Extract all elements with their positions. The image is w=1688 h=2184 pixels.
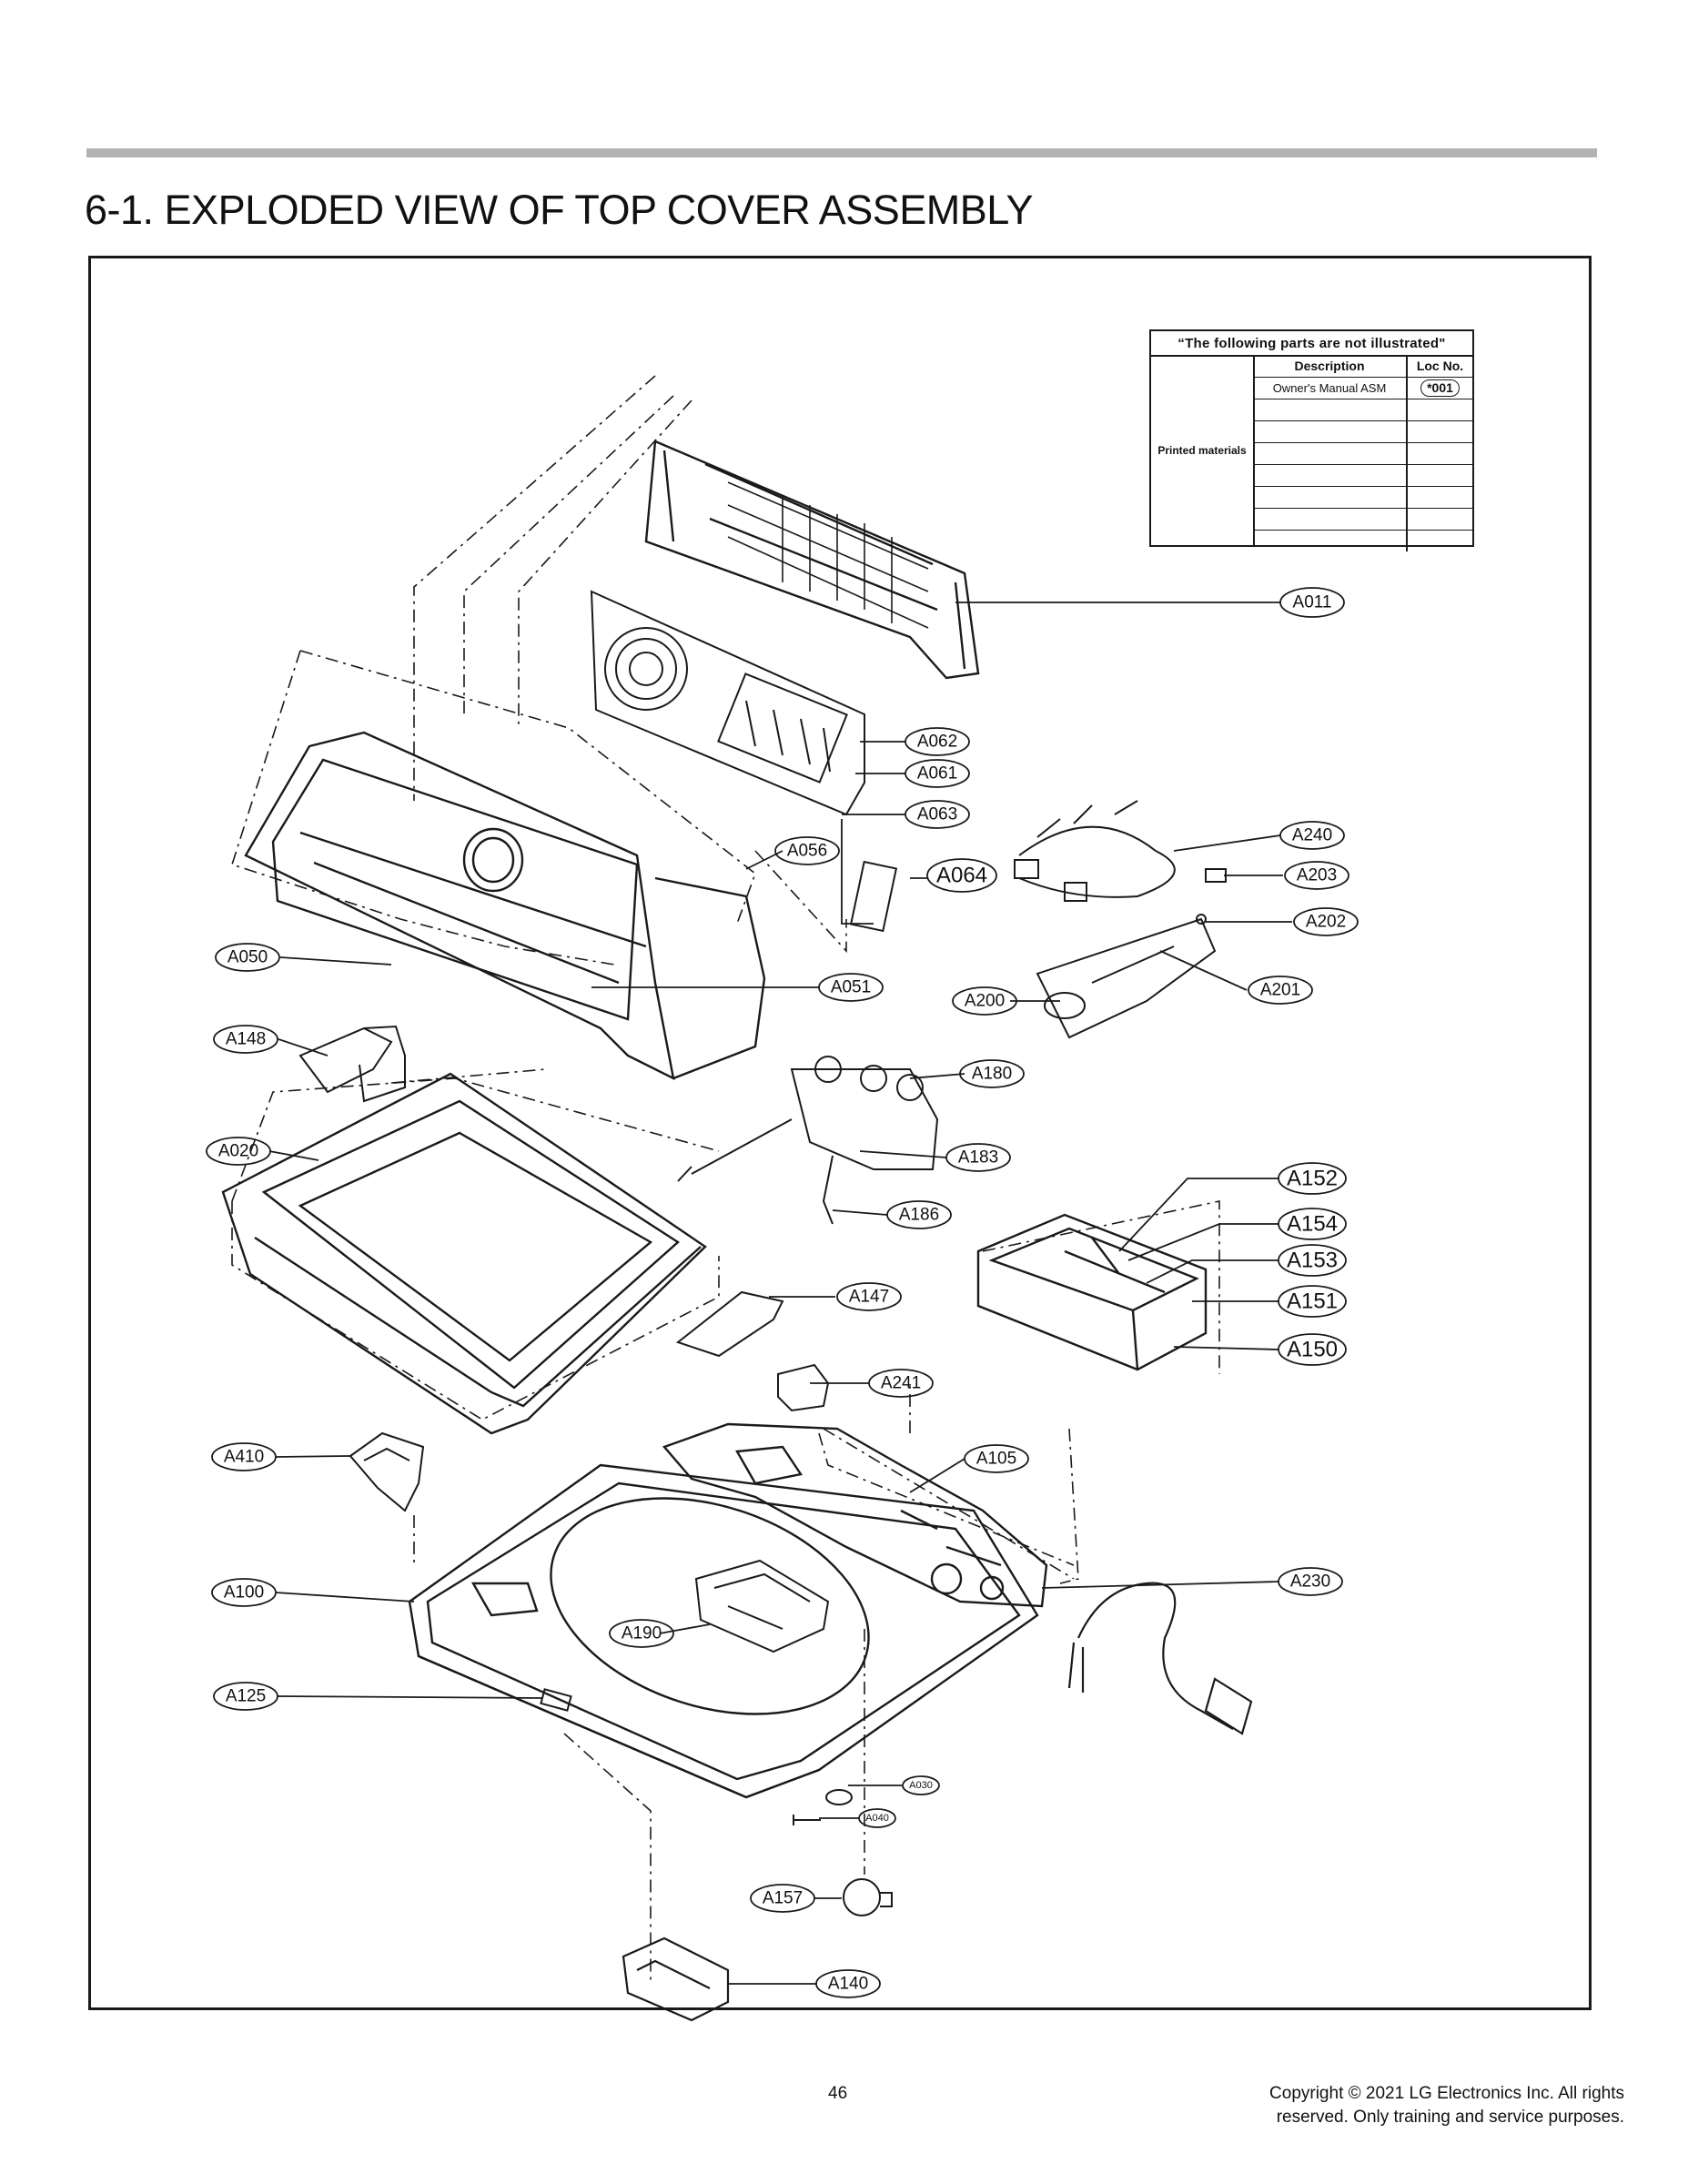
- diagram-frame: [88, 256, 1592, 2010]
- label-A040: A040: [865, 1813, 889, 1824]
- page-number: 46: [828, 2084, 848, 2103]
- bracket-part: [298, 1025, 406, 1103]
- display-pcb-part: [590, 590, 865, 816]
- table-row-empty: [1253, 464, 1472, 487]
- label-A148: A148: [226, 1030, 266, 1049]
- label-A153: A153: [1287, 1249, 1338, 1273]
- table-category: Printed materials: [1151, 355, 1255, 545]
- table-row-empty: [1253, 486, 1472, 509]
- column-loc-no: Loc No.: [1416, 359, 1464, 373]
- copyright-notice: Copyright © 2021 LG Electronics Inc. All…: [1269, 2082, 1624, 2129]
- connector-part: [1205, 868, 1227, 883]
- label-A105: A105: [976, 1450, 1016, 1469]
- label-A200: A200: [965, 992, 1005, 1011]
- not-illustrated-table: “The following parts are not illustrated…: [1149, 329, 1474, 551]
- lid-part: [221, 1072, 707, 1435]
- top-cover-part: [408, 1463, 1039, 1799]
- label-A051: A051: [831, 978, 871, 997]
- screw-part: [793, 1815, 821, 1825]
- label-A203: A203: [1297, 866, 1337, 885]
- label-A152: A152: [1287, 1167, 1338, 1191]
- label-A062: A062: [917, 733, 957, 752]
- copyright-line-2: reserved. Only training and service purp…: [1276, 2108, 1624, 2127]
- label-A147: A147: [849, 1288, 889, 1307]
- label-A190: A190: [622, 1624, 662, 1643]
- row-loc: *001: [1420, 379, 1460, 397]
- table-row-empty: [1253, 530, 1472, 551]
- label-A011: A011: [1293, 593, 1332, 612]
- table-heading: “The following parts are not illustrated…: [1151, 331, 1472, 357]
- label-A061: A061: [917, 764, 957, 784]
- pressure-switch-part: [1036, 917, 1217, 1039]
- table-row: Owner's Manual ASM *001: [1253, 377, 1472, 399]
- table-header-row: Description Loc No.: [1253, 355, 1472, 378]
- label-A154: A154: [1287, 1212, 1338, 1237]
- table-row-empty: [1253, 399, 1472, 421]
- funnel-part: [349, 1431, 425, 1512]
- table-body: Printed materials Description Loc No. Ow…: [1151, 355, 1472, 551]
- page-title: 6-1. EXPLODED VIEW OF TOP COVER ASSEMBLY: [85, 187, 1034, 233]
- label-A020: A020: [218, 1142, 258, 1161]
- label-A201: A201: [1260, 981, 1300, 1000]
- hinge-bracket-part: [675, 1290, 784, 1358]
- label-A240: A240: [1292, 826, 1332, 845]
- label-A125: A125: [226, 1687, 266, 1706]
- label-A183: A183: [958, 1148, 998, 1168]
- label-A064: A064: [936, 864, 987, 888]
- label-A050: A050: [227, 948, 268, 967]
- handle-part: [540, 1688, 572, 1712]
- filter-part: [777, 1363, 830, 1412]
- row-loc-cell: *001: [1408, 377, 1472, 399]
- label-A056: A056: [787, 842, 827, 861]
- row-description: Owner's Manual ASM: [1253, 377, 1408, 399]
- label-A030: A030: [909, 1780, 933, 1791]
- inlet-valve-part: [677, 1056, 939, 1225]
- label-A157: A157: [763, 1889, 803, 1908]
- ring-part: [825, 1789, 853, 1805]
- lid-switch-part: [622, 1936, 730, 2022]
- knob-part: [843, 1878, 893, 1916]
- label-A180: A180: [972, 1065, 1012, 1084]
- label-A100: A100: [224, 1583, 264, 1603]
- label-A151: A151: [1287, 1289, 1338, 1314]
- label-A410: A410: [224, 1448, 264, 1467]
- label-A202: A202: [1306, 913, 1346, 932]
- label-A150: A150: [1287, 1338, 1338, 1362]
- column-description: Description: [1253, 355, 1408, 377]
- rear-control-cover-part: [644, 440, 980, 680]
- label-A140: A140: [828, 1975, 868, 1994]
- table-row-empty: [1253, 420, 1472, 443]
- wire-harness-part: [1014, 800, 1176, 902]
- header-rule: [86, 148, 1597, 157]
- table-row-empty: [1253, 442, 1472, 465]
- dispenser-drawer-part: [976, 1213, 1208, 1371]
- control-panel-part: [244, 731, 766, 1081]
- label-A063: A063: [917, 805, 957, 824]
- copyright-line-1: Copyright © 2021 LG Electronics Inc. All…: [1269, 2084, 1624, 2103]
- label-A186: A186: [899, 1206, 939, 1225]
- table-row-empty: [1253, 508, 1472, 531]
- detergent-box-part: [694, 1559, 830, 1653]
- small-board-part: [849, 860, 898, 933]
- power-cord-part: [1067, 1582, 1253, 1735]
- clip-part: [1196, 914, 1207, 925]
- label-A241: A241: [881, 1374, 921, 1393]
- label-A230: A230: [1290, 1572, 1330, 1592]
